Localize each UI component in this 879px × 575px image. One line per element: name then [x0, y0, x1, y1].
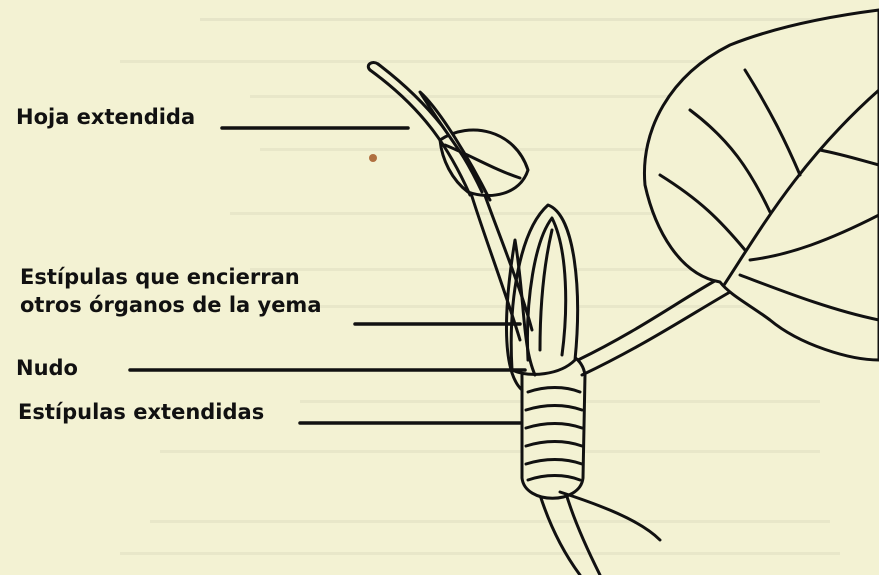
label-estipulas-encierran-line2: otros órganos de la yema [20, 291, 322, 319]
label-estipulas-encierran: Estípulas que encierran otros órganos de… [20, 263, 322, 319]
stem-lower [540, 495, 580, 575]
tendril-tip [368, 63, 378, 70]
label-estipulas-encierran-line1: Estípulas que encierran [20, 263, 322, 291]
big-leaf [644, 10, 879, 360]
ink-dot [369, 154, 377, 162]
label-hoja-extendida: Hoja extendida [16, 103, 195, 131]
label-estipulas-extendidas: Estípulas extendidas [18, 398, 264, 426]
main-petiole [578, 278, 720, 360]
main-petiole-edge [582, 292, 730, 375]
label-nudo: Nudo [16, 354, 78, 382]
